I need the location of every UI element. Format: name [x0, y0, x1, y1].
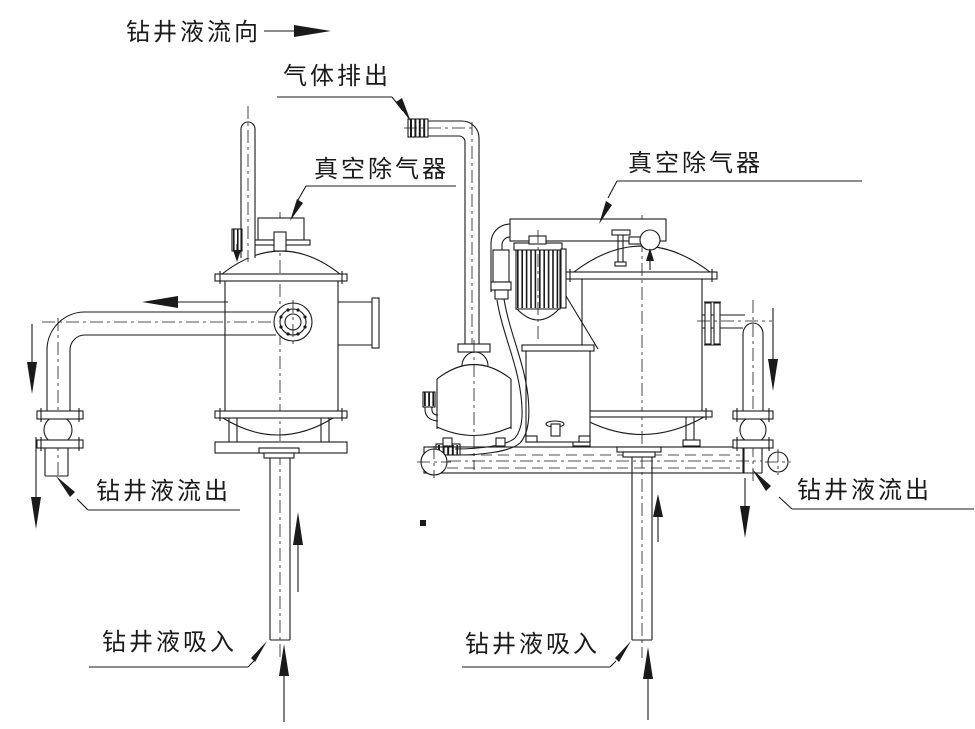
label-drilling-fluid-suction-right: 钻井液吸入: [465, 631, 600, 658]
gas-discharge-line: [404, 118, 491, 353]
left-ball-valve: [36, 408, 84, 477]
gas-pipe: [404, 120, 491, 353]
label-vacuum-degasser-right: 真空除气器: [628, 150, 763, 177]
gas-outlet-leader-arrow: [396, 98, 411, 122]
fluid-in-right-leader-arrow: [615, 641, 631, 662]
vacuum-unit-box-left: [251, 217, 311, 252]
pump-suction-pipe: [490, 223, 512, 300]
vacuum-pump-motor: [513, 230, 567, 340]
right-degasser-unit: [417, 215, 791, 658]
fluid-in-left-leader-arrow: [251, 641, 267, 662]
sight-glass: [273, 300, 313, 345]
label-drilling-fluid-suction-left: 钻井液吸入: [102, 629, 237, 656]
label-drilling-fluid-outlet-left: 钻井液流出: [96, 478, 231, 505]
fluid-out-right-leader-arrow: [752, 469, 771, 491]
annotation-labels: 钻井液流向 气体排出 真空除气器 真空除气器 钻井液流出 钻井液流出 钻井液吸入: [56, 19, 974, 668]
right-suction-pipe: [631, 457, 653, 641]
flow-down-arrow-left-2: [31, 437, 41, 529]
flow-up-arrow-right-suction: [653, 494, 663, 542]
flow-up-arrow-left-suction: [293, 512, 303, 592]
fluid-out-left-leader-arrow: [56, 476, 75, 497]
left-degasser-unit: [36, 106, 380, 658]
right-outlet-pipe: [697, 300, 772, 483]
flow-up-arrow-right-inlet: [643, 647, 653, 720]
left-outlet-pipe: [42, 311, 298, 478]
skid-base: [420, 446, 762, 526]
outlet-port-icon: [765, 449, 791, 475]
right-ball-valve: [732, 408, 774, 474]
flow-direction-arrow-icon: [294, 25, 331, 37]
flow-down-arrow-right-2: [740, 478, 750, 538]
label-drilling-fluid-outlet-right: 钻井液流出: [797, 477, 932, 504]
flow-down-arrow-left-1: [27, 324, 37, 394]
separator-tank: [422, 340, 512, 470]
left-vessel-dome: [214, 250, 348, 284]
flow-arrows: [27, 296, 778, 722]
flow-down-arrow-right-1: [768, 308, 778, 391]
flow-left-arrow: [142, 296, 228, 308]
label-vacuum-degasser-left: 真空除气器: [314, 156, 449, 183]
motor-pedestal: [521, 295, 599, 443]
left-side-nozzle-flange: [371, 297, 380, 349]
drain-port-icon: [417, 446, 451, 478]
label-drilling-fluid-flow-direction: 钻井液流向: [126, 19, 261, 46]
degasser-left-leader-arrow: [290, 199, 303, 221]
flow-up-arrow-left-inlet: [279, 644, 289, 722]
vent-pipe: [240, 106, 256, 262]
level-gauge-icon: [231, 228, 243, 262]
left-suction-pipe: [269, 458, 291, 641]
pressure-gauge-icon: [639, 229, 661, 270]
degasser-right-leader-arrow: [599, 201, 612, 224]
left-vessel-bottom: [214, 408, 348, 459]
label-gas-outlet: 气体排出: [283, 63, 391, 90]
